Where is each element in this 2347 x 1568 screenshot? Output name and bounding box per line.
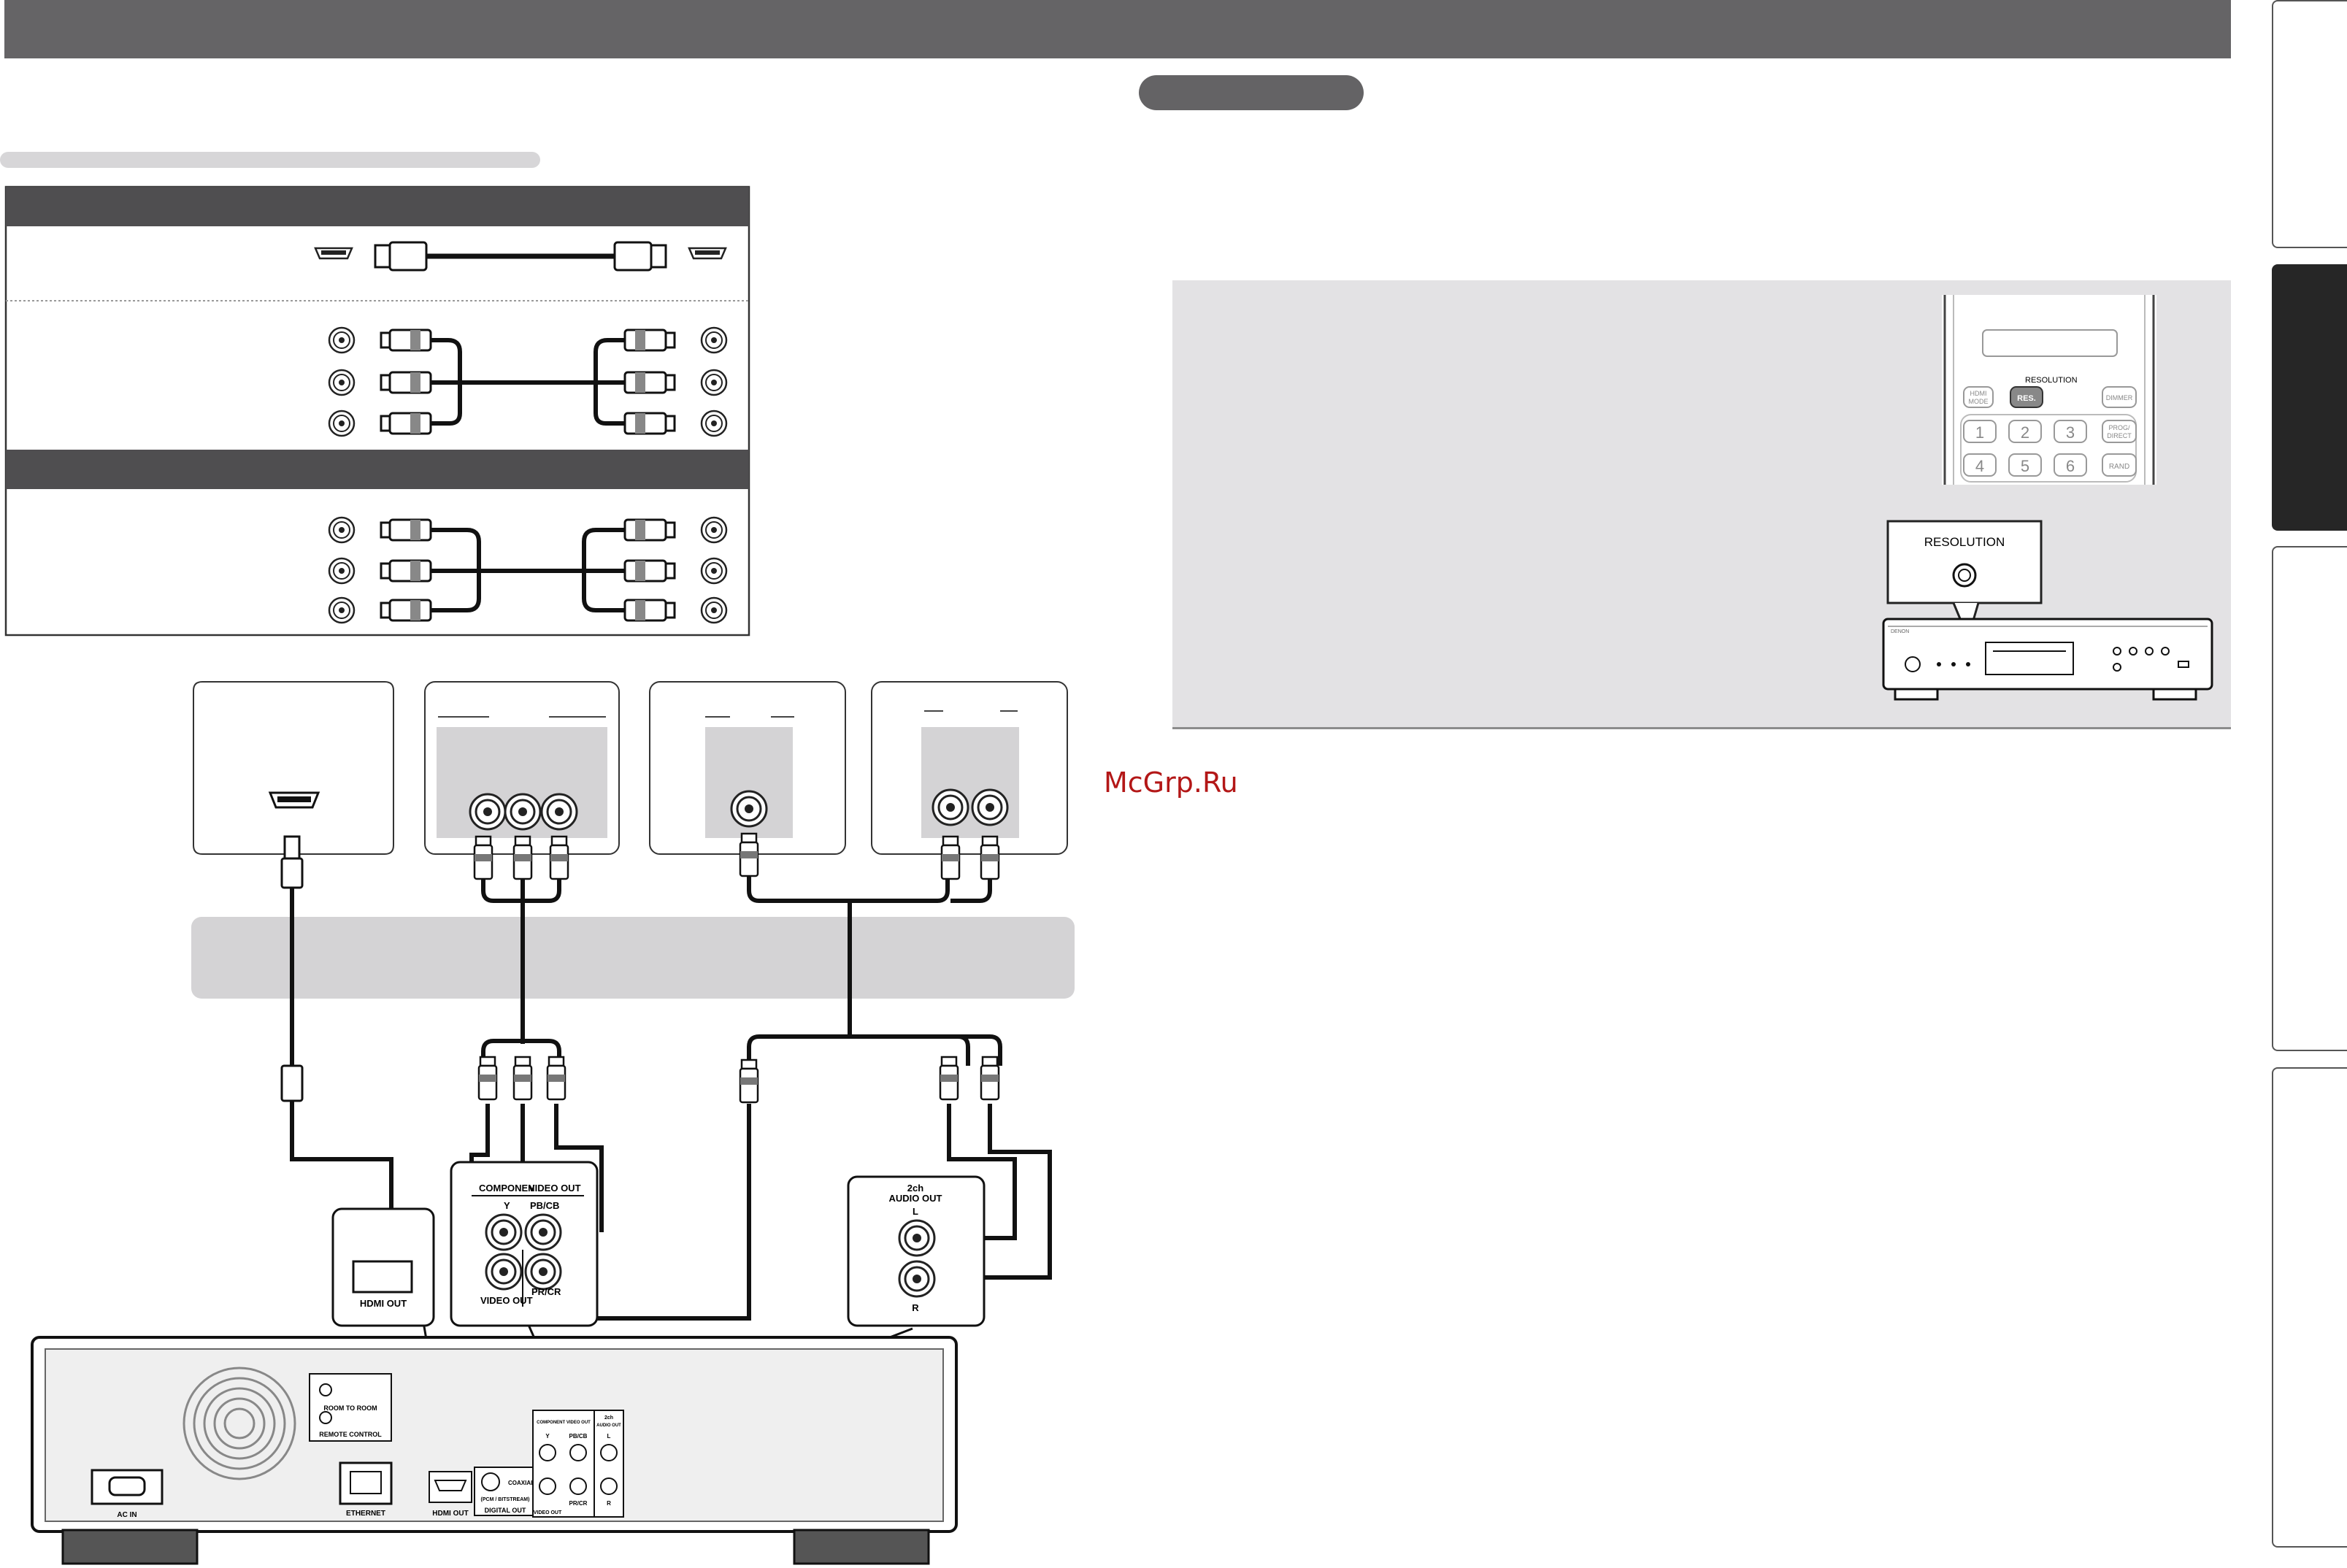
audio-out-label: AUDIO OUT: [889, 1193, 942, 1204]
table-header-video: [6, 187, 749, 226]
side-tabs: [2272, 0, 2347, 1568]
rear-l-label: L: [607, 1433, 611, 1440]
remote-resolution-label: RESOLUTION: [2025, 376, 2078, 385]
table-header-audio: [6, 450, 749, 489]
rear-video-out-label: VIDEO OUT: [534, 1510, 562, 1515]
rear-y-label: Y: [545, 1433, 550, 1440]
front-brand: DENON: [1891, 629, 1909, 634]
device-component-input: [424, 681, 620, 855]
fan-grille: [183, 1367, 296, 1480]
front-resolution-label: RESOLUTION: [1924, 535, 2005, 549]
side-tab-4[interactable]: [2272, 1067, 2347, 1548]
callout-2ch-audio-out: 2ch AUDIO OUT L R: [847, 1175, 986, 1327]
ac-in-label: AC IN: [117, 1511, 137, 1519]
component-label-b: VIDEO OUT: [529, 1183, 581, 1194]
callout-hdmi-out: HDMI OUT: [331, 1207, 435, 1327]
callout-component-out: COMPONEN VIDEO OUT Y PB/CB PR/CR VIDEO O…: [450, 1161, 599, 1327]
rear-component-label: COMPONENT VIDEO OUT: [537, 1421, 591, 1425]
device-hdmi-input: [193, 681, 394, 855]
audio-l-label: L: [913, 1206, 918, 1217]
watermark: McGrp.Ru: [1104, 766, 1238, 799]
remote-prog-label: PROG/: [2108, 424, 2130, 431]
remote-num-2: 2: [2021, 423, 2029, 442]
device-audio-input: [871, 681, 1068, 855]
coaxial-label: COAXIAL: [508, 1480, 534, 1486]
component-pb-label: PB/CB: [530, 1200, 559, 1211]
component-y-label: Y: [504, 1200, 510, 1211]
audio-cable-illustration: [328, 516, 728, 624]
component-pr-label: PR/CR: [531, 1286, 561, 1297]
remote-num-1: 1: [1975, 423, 1984, 442]
remote-res-button: [2010, 386, 2043, 408]
remote-num-6: 6: [2066, 457, 2075, 475]
room-to-room-label: ROOM TO ROOM: [323, 1404, 377, 1412]
player-rear-panel: ROOM TO ROOM REMOTE CONTROL AC IN ETHERN…: [31, 1336, 958, 1565]
rear-hdmi-out-label: HDMI OUT: [432, 1510, 468, 1518]
rear-audio-out-label: AUDIO OUT: [596, 1423, 621, 1428]
side-tab-2-active[interactable]: [2272, 264, 2347, 531]
device-video-input: [649, 681, 846, 855]
rear-pb-label: PB/CB: [569, 1433, 588, 1440]
component-label-a: COMPONEN: [479, 1183, 535, 1194]
remote-num-3: 3: [2066, 423, 2075, 442]
digital-out-label: DIGITAL OUT: [485, 1507, 526, 1514]
front-panel-illustration: RESOLUTION DENON: [1882, 520, 2213, 701]
remote-control-illustration: RESOLUTION HDMI MODE RES. DIMMER 1 2 3 4…: [1942, 295, 2156, 485]
remote-direct-label: DIRECT: [2107, 432, 2132, 439]
remote-rand-label: RAND: [2109, 463, 2129, 471]
rear-2ch-label: 2ch: [604, 1415, 613, 1421]
rear-r-label: R: [607, 1500, 611, 1507]
remote-res-button-label: RES.: [2017, 394, 2036, 403]
cable-table: [4, 185, 750, 637]
subsection-rule: [0, 152, 540, 168]
remote-mode-label: MODE: [1969, 398, 1989, 405]
audio-r-label: R: [912, 1302, 919, 1313]
ethernet-label: ETHERNET: [346, 1510, 385, 1518]
rear-pr-label: PR/CR: [569, 1500, 588, 1507]
video-out-label: VIDEO OUT: [480, 1295, 533, 1306]
remote-control-label: REMOTE CONTROL: [319, 1431, 382, 1438]
section-pill: [1139, 75, 1364, 110]
remote-dimmer-label: DIMMER: [2106, 394, 2133, 401]
callout-hdmi-out-label: HDMI OUT: [360, 1298, 407, 1309]
header-bar: [4, 0, 2231, 58]
side-tab-1[interactable]: [2272, 0, 2347, 248]
remote-num-4: 4: [1975, 457, 1984, 475]
component-cable-illustration: [328, 326, 728, 437]
tv-band: [191, 917, 1075, 999]
remote-num-5: 5: [2021, 457, 2029, 475]
remote-hdmi-label: HDMI: [1970, 390, 1987, 397]
pcm-bitstream-label: (PCM / BITSTREAM): [481, 1497, 530, 1502]
side-tab-3[interactable]: [2272, 546, 2347, 1051]
audio-2ch-label: 2ch: [907, 1183, 923, 1194]
hdmi-cable-illustration: [314, 241, 727, 272]
